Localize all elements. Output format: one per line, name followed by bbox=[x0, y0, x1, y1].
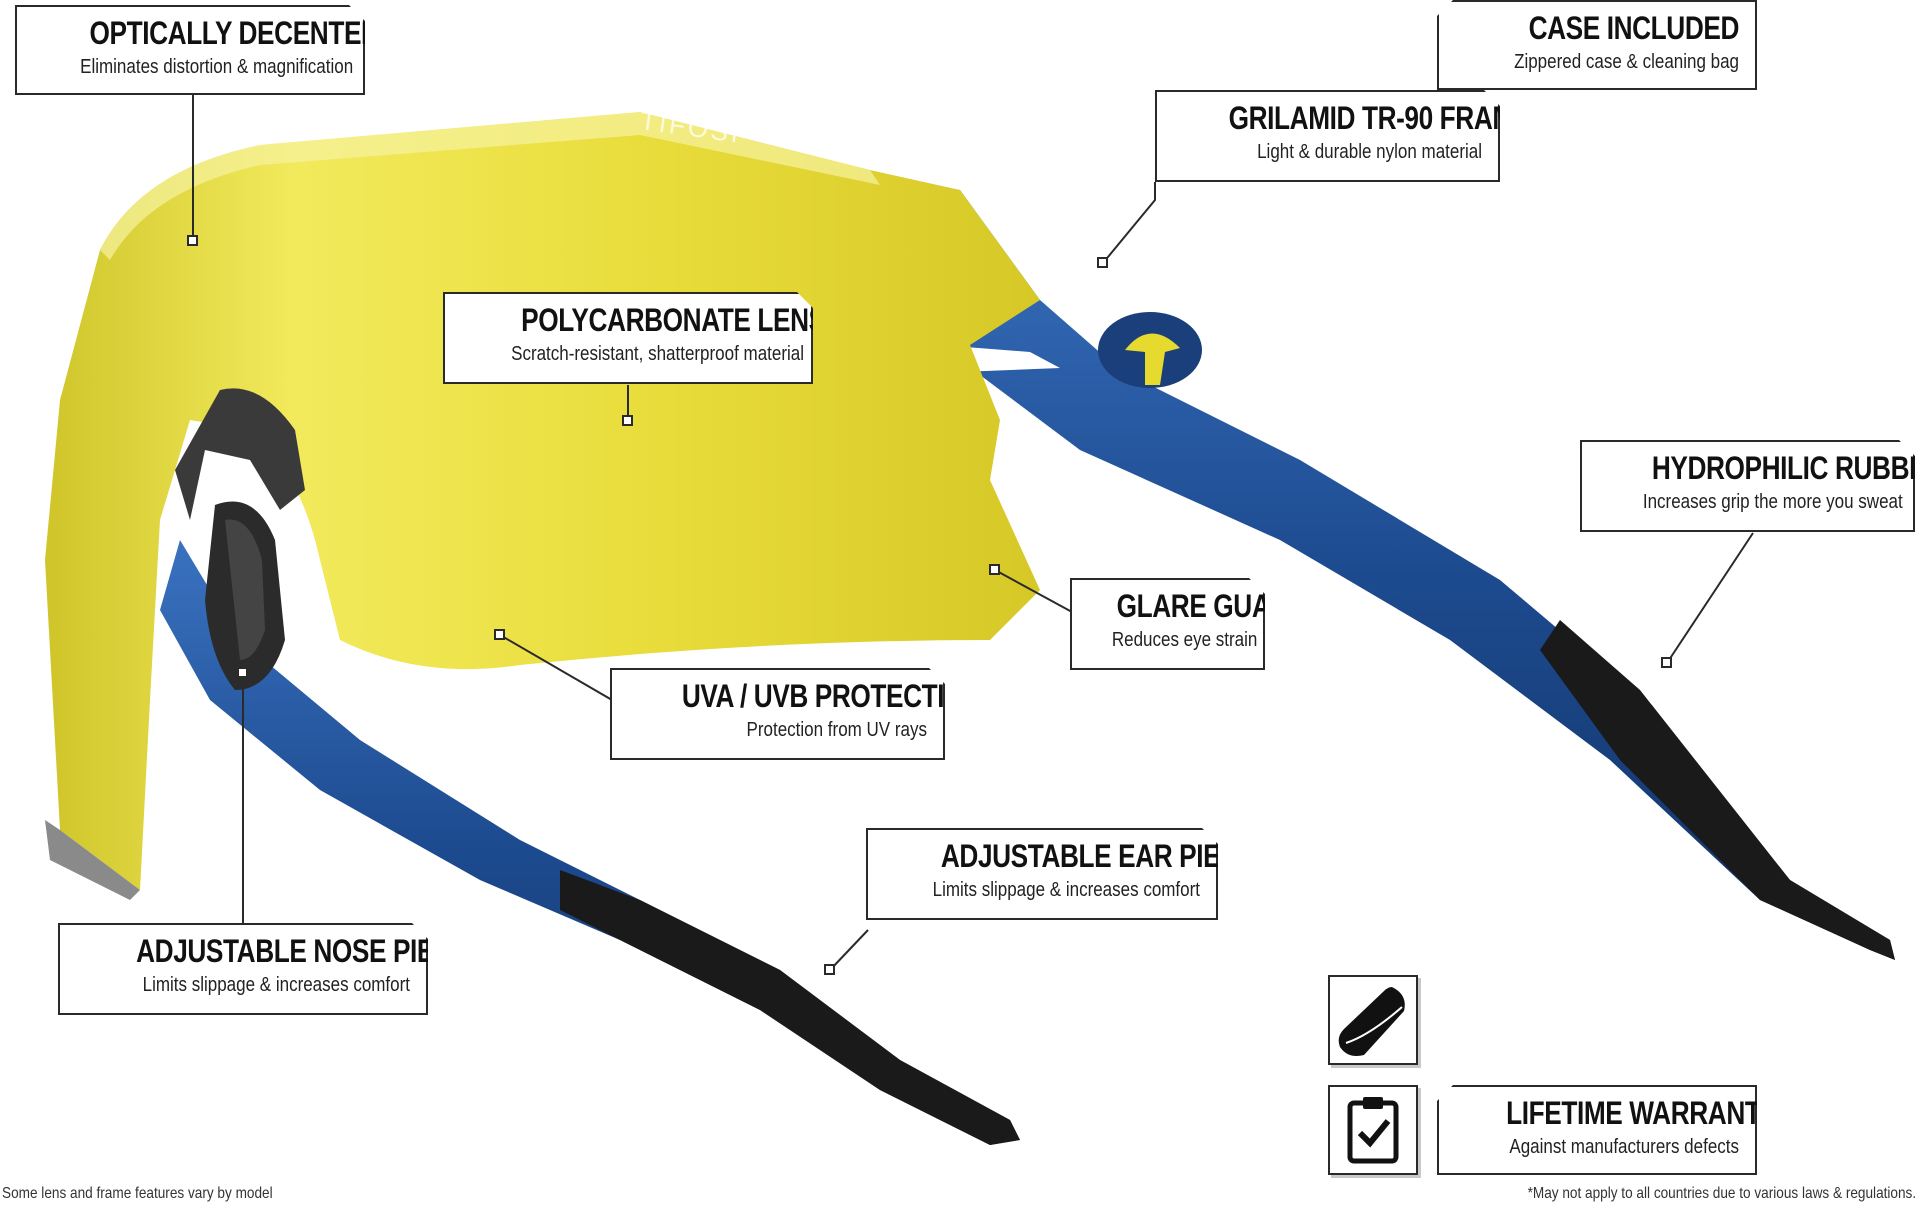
callout-title: LIFETIME WARRANTY* bbox=[1506, 1095, 1788, 1131]
callout-subtitle: Reduces eye strain bbox=[1111, 628, 1258, 651]
callout-polycarbonate-lenses: POLYCARBONATE LENSES Scratch-resistant, … bbox=[443, 292, 813, 384]
callout-grilamid-frame: GRILAMID TR-90 FRAME Light & durable nyl… bbox=[1155, 90, 1500, 182]
callout-title: GLARE GUARD bbox=[1116, 588, 1308, 624]
leader-dots bbox=[187, 235, 1672, 975]
clipboard-check-icon bbox=[1328, 1085, 1418, 1175]
callout-uva-uvb-protection: UVA / UVB PROTECTION Protection from UV … bbox=[610, 668, 945, 760]
callout-title: ADJUSTABLE EAR PIECES bbox=[940, 838, 1273, 874]
callout-adjustable-nose-pieces: ADJUSTABLE NOSE PIECES Limits slippage &… bbox=[58, 923, 428, 1015]
callout-subtitle: Scratch-resistant, shatterproof material bbox=[511, 342, 805, 365]
callout-title: HYDROPHILIC RUBBER bbox=[1651, 450, 1920, 486]
callout-hydrophilic-rubber: HYDROPHILIC RUBBER Increases grip the mo… bbox=[1580, 440, 1915, 532]
callout-glare-guard: GLARE GUARD Reduces eye strain bbox=[1070, 578, 1265, 670]
callout-subtitle: Light & durable nylon material bbox=[1257, 140, 1482, 163]
footnote-warranty-disclaimer: *May not apply to all countries due to v… bbox=[1527, 1185, 1916, 1202]
callout-title: POLYCARBONATE LENSES bbox=[521, 302, 860, 338]
left-temple-arm bbox=[160, 540, 1020, 1145]
callout-title: CASE INCLUDED bbox=[1528, 10, 1740, 46]
nose-pad-assembly bbox=[175, 388, 305, 690]
callout-case-included: CASE INCLUDED Zippered case & cleaning b… bbox=[1437, 0, 1757, 90]
callout-subtitle: Eliminates distortion & magnification bbox=[80, 55, 354, 78]
footnote-features-vary: Some lens and frame features vary by mod… bbox=[2, 1185, 273, 1202]
callout-subtitle: Limits slippage & increases comfort bbox=[932, 878, 1200, 901]
callout-optically-decentered: OPTICALLY DECENTERED Eliminates distorti… bbox=[15, 5, 365, 95]
callout-lifetime-warranty: LIFETIME WARRANTY* Against manufacturers… bbox=[1437, 1085, 1757, 1175]
callout-adjustable-ear-pieces: ADJUSTABLE EAR PIECES Limits slippage & … bbox=[866, 828, 1218, 920]
callout-subtitle: Against manufacturers defects bbox=[1509, 1135, 1739, 1158]
callout-title: UVA / UVB PROTECTION bbox=[681, 678, 983, 714]
callout-subtitle: Increases grip the more you sweat bbox=[1642, 490, 1903, 513]
callout-subtitle: Limits slippage & increases comfort bbox=[142, 973, 411, 996]
callout-title: ADJUSTABLE NOSE PIECES bbox=[136, 933, 487, 969]
left-ear-rubber bbox=[560, 870, 1020, 1145]
callout-subtitle: Zippered case & cleaning bag bbox=[1514, 50, 1739, 73]
lens-shield bbox=[45, 112, 1040, 890]
callout-title: GRILAMID TR-90 FRAME bbox=[1228, 100, 1531, 136]
callout-subtitle: Protection from UV rays bbox=[746, 718, 927, 741]
tifosi-logo-icon bbox=[1125, 333, 1180, 385]
right-ear-rubber bbox=[1540, 620, 1895, 960]
callout-title: OPTICALLY DECENTERED bbox=[89, 15, 416, 51]
case-icon bbox=[1328, 975, 1418, 1065]
